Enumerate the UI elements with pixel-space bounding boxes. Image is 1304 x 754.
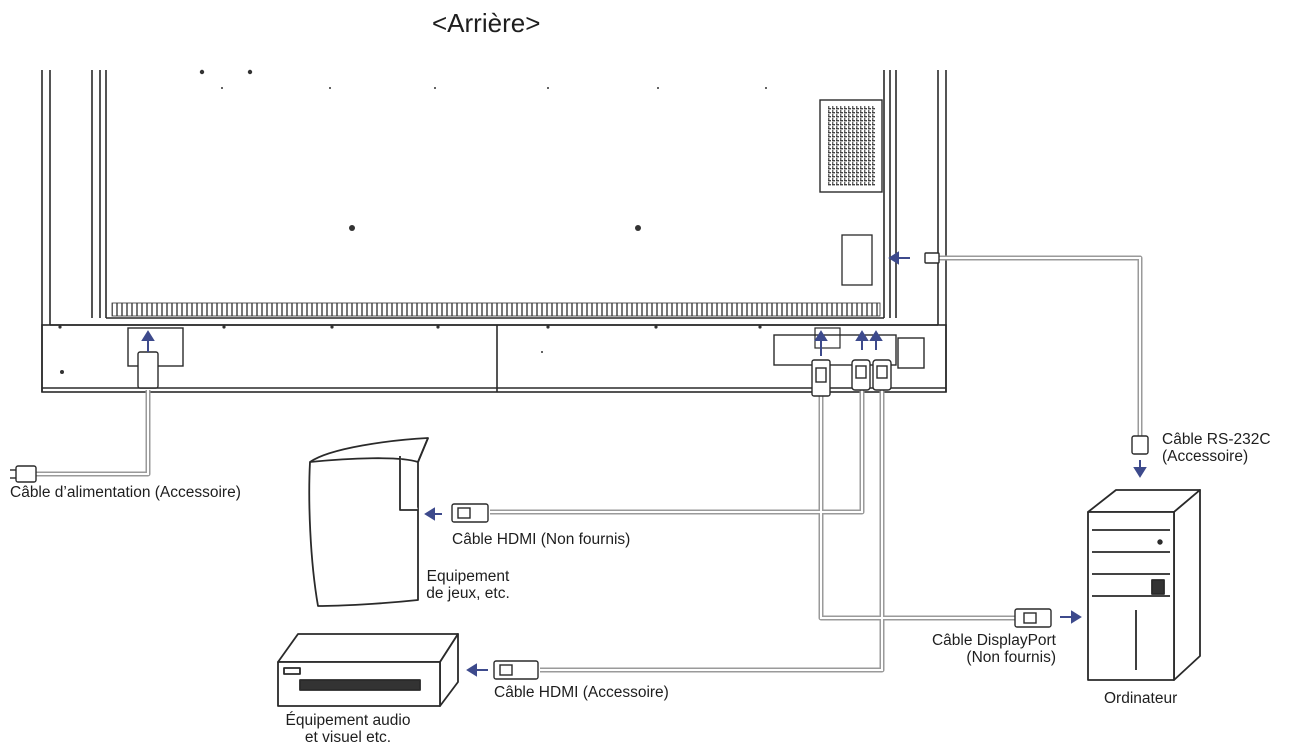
displayport-label-line1: Câble DisplayPort xyxy=(931,632,1056,649)
rs232c-label-line2: (Accessoire) xyxy=(1162,448,1249,465)
displayport-label: Câble DisplayPort (Non fournis) xyxy=(880,632,1056,666)
computer xyxy=(1087,489,1201,681)
rs232c-label: Câble RS-232C (Accessoire) xyxy=(1162,431,1271,465)
screw-dots xyxy=(58,69,767,374)
hdmi-accessoire-label: Câble HDMI (Accessoire) xyxy=(494,684,669,701)
rs232c-plug-monitor xyxy=(924,252,940,264)
av-equipment-label-line1: Équipement audio xyxy=(285,712,411,729)
rs232c-label-line1: Câble RS-232C xyxy=(1162,431,1271,448)
game-equipment-label: Equipement de jeux, etc. xyxy=(414,568,522,602)
game-equipment-label-line2: de jeux, etc. xyxy=(426,585,510,602)
displayport-label-line2: (Non fournis) xyxy=(966,649,1056,666)
game-equipment-label-line1: Equipement xyxy=(426,568,510,585)
power-cable-label: Câble d’alimentation (Accessoire) xyxy=(10,484,241,501)
direction-arrows xyxy=(141,251,1147,677)
av-equipment-label: Équipement audio et visuel etc. xyxy=(272,712,424,746)
av-equipment xyxy=(277,633,459,707)
monitor-rear xyxy=(41,70,947,393)
av-equipment-label-line2: et visuel etc. xyxy=(304,729,392,746)
game-equipment xyxy=(308,437,429,607)
computer-label: Ordinateur xyxy=(1104,690,1178,707)
port-panel xyxy=(773,334,897,366)
power-plug xyxy=(137,351,159,389)
vent-grill xyxy=(819,99,883,193)
cables xyxy=(35,255,1143,673)
vent-strip xyxy=(111,302,881,317)
diagram-title: <Arrière> xyxy=(432,8,541,38)
rs232c-plug-pc xyxy=(1131,435,1149,455)
power-plug-end xyxy=(15,465,37,483)
hdmi-non-fournis-label: Câble HDMI (Non fournis) xyxy=(452,531,631,548)
